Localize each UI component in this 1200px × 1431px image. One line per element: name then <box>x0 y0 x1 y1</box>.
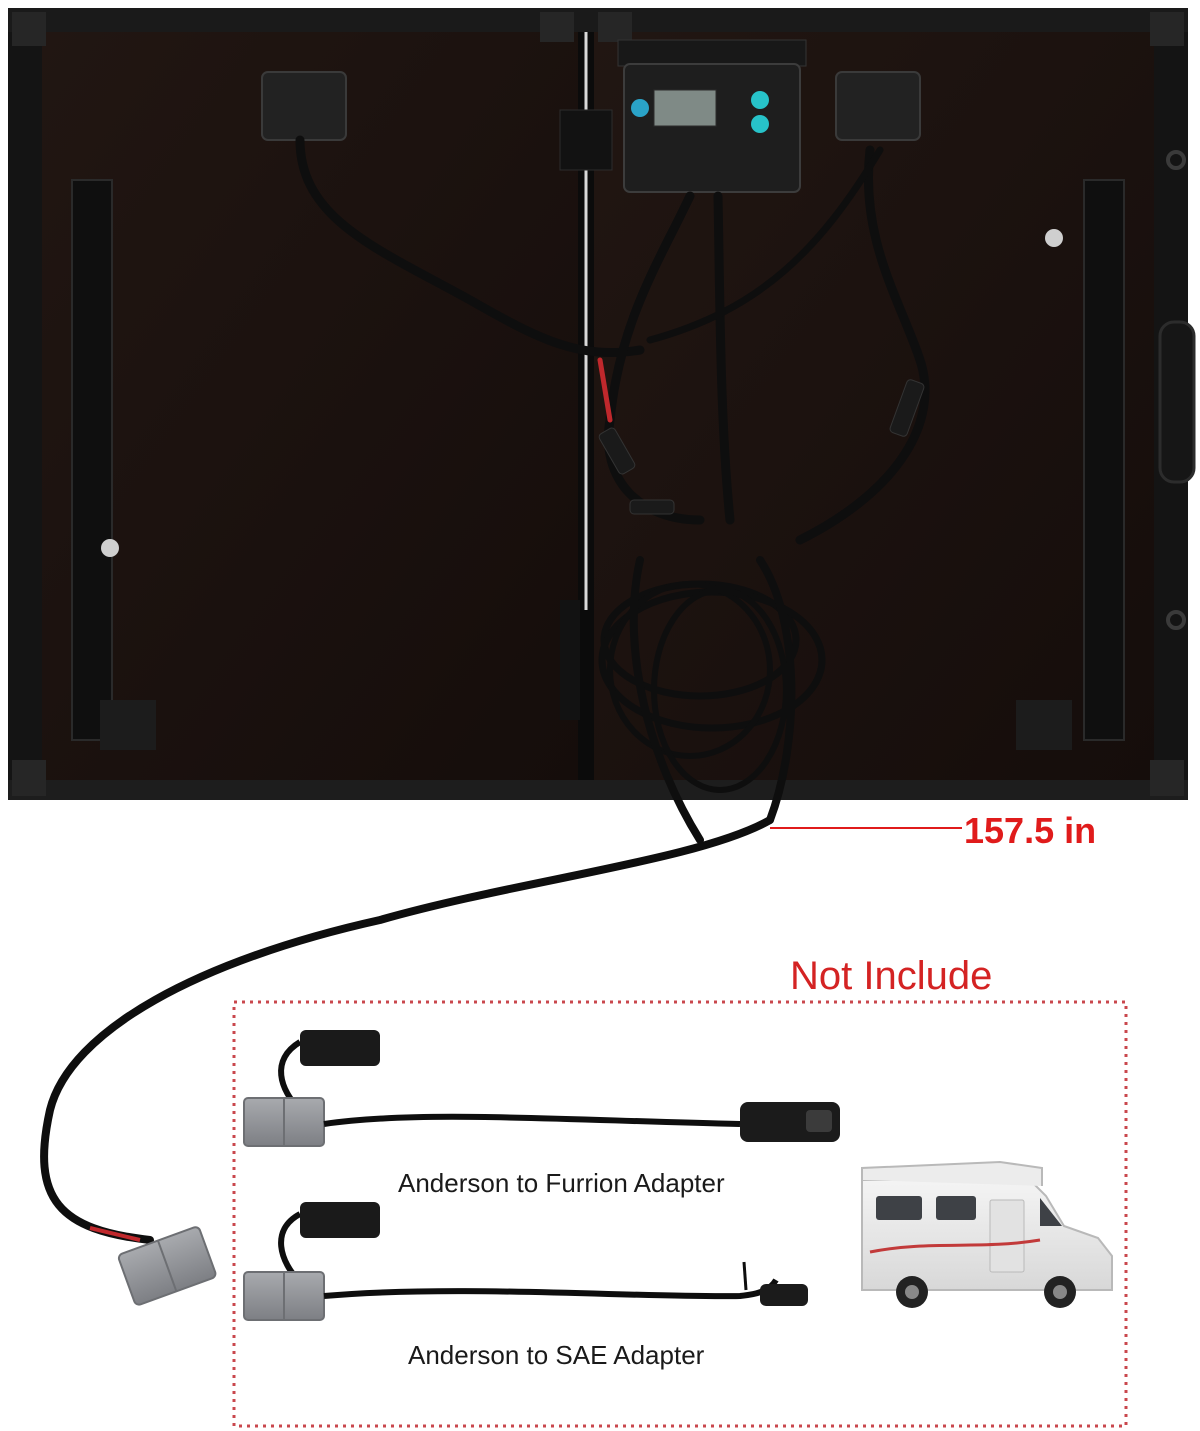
solar-panel-suitcase <box>8 8 1196 800</box>
rv-motorhome <box>861 1160 1113 1308</box>
furrion-dust-cap <box>300 1030 380 1066</box>
carry-handle <box>1158 320 1196 484</box>
controller-lcd <box>653 89 717 127</box>
sae-adapter <box>243 1202 808 1321</box>
output-cable <box>40 816 774 1244</box>
left-junction-box <box>261 71 347 141</box>
not-include-heading: Not Include <box>790 954 993 998</box>
right-junction-box <box>835 71 921 141</box>
panel-wiring <box>295 135 930 844</box>
sae-dust-cap <box>300 1202 380 1238</box>
furrion-adapter <box>243 1030 840 1147</box>
left-wing-nut <box>101 539 119 557</box>
right-wing-nut <box>1045 229 1063 247</box>
cable-length-label: 157.5 in <box>964 810 1097 851</box>
charge-controller <box>623 63 801 193</box>
anderson-plug <box>117 1226 217 1306</box>
mc4-connectors <box>598 379 925 515</box>
not-included-box <box>232 1000 1128 1428</box>
sae-connector <box>760 1284 808 1306</box>
right-kickstand <box>1083 179 1125 741</box>
sae-adapter-label: Anderson to SAE Adapter <box>408 1340 705 1370</box>
left-panel <box>42 30 578 782</box>
left-kickstand <box>71 179 113 741</box>
furrion-adapter-label: Anderson to Furrion Adapter <box>398 1168 725 1198</box>
